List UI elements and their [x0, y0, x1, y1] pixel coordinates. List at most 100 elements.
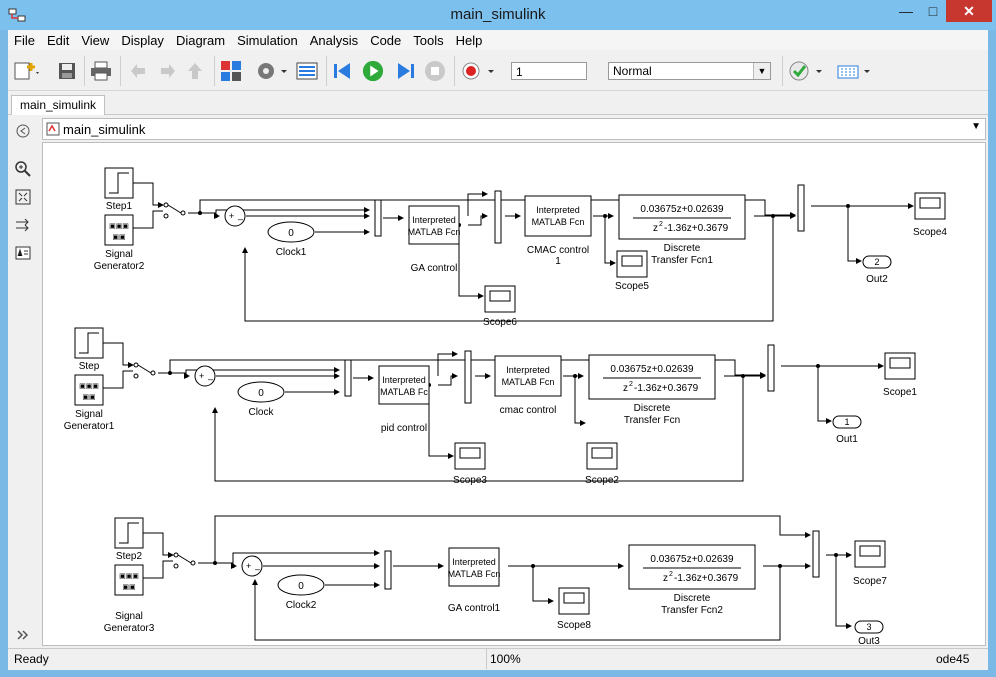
library-browser-button[interactable] — [220, 60, 242, 82]
build-model-button[interactable] — [836, 60, 876, 82]
model-advisor-button[interactable] — [788, 60, 828, 82]
back-button[interactable] — [128, 60, 150, 82]
step-forward-button[interactable] — [394, 60, 416, 82]
step-block-2[interactable] — [114, 517, 144, 549]
menu-diagram[interactable]: Diagram — [175, 32, 226, 48]
mux-block-2a[interactable] — [344, 359, 352, 397]
run-button[interactable] — [362, 60, 384, 82]
scope-block-4[interactable] — [914, 192, 946, 220]
up-button[interactable] — [184, 60, 206, 82]
interpreted-fcn-cmac-control[interactable]: Interpreted MATLAB Fcn — [494, 355, 562, 397]
menu-edit[interactable]: Edit — [46, 32, 70, 48]
signal-generator-block-1[interactable]: ▣▣▣ ▣▣ — [74, 374, 104, 406]
svg-text:▣▣▣: ▣▣▣ — [79, 383, 99, 390]
svg-text:-1.36z+0.3679: -1.36z+0.3679 — [634, 383, 699, 394]
manual-switch-2[interactable] — [133, 362, 156, 379]
print-button[interactable] — [90, 60, 112, 82]
menu-simulation[interactable]: Simulation — [237, 32, 298, 48]
interpreted-fcn-pid-control[interactable]: Interpreted MATLAB Fc — [378, 365, 430, 405]
outport-block-2[interactable]: 2 — [862, 255, 892, 269]
mux-block-1c[interactable] — [797, 184, 805, 232]
model-config-button[interactable] — [254, 60, 290, 82]
save-button[interactable] — [56, 60, 78, 82]
siggen-label-3b: Generator3 — [104, 623, 155, 634]
gear-icon — [258, 63, 287, 79]
mux-block-1b[interactable] — [494, 190, 502, 244]
step-block-1[interactable] — [104, 167, 134, 199]
minimize-button[interactable]: — — [892, 0, 920, 22]
fit-to-view-button[interactable] — [14, 188, 32, 206]
svg-text:2: 2 — [629, 381, 633, 388]
svg-text:Interpreted: Interpreted — [412, 215, 456, 225]
svg-text:z: z — [653, 223, 658, 234]
forward-button[interactable] — [156, 60, 178, 82]
interpreted-fcn-cmac-control-1[interactable]: Interpreted MATLAB Fcn — [524, 195, 592, 237]
scope-block-8[interactable] — [558, 587, 590, 615]
menu-tools[interactable]: Tools — [413, 32, 444, 48]
menu-display[interactable]: Display — [121, 32, 164, 48]
svg-text:0.03675z+0.02639: 0.03675z+0.02639 — [650, 554, 734, 565]
clock-block[interactable]: 0 — [237, 381, 285, 403]
tab-main-simulink[interactable]: main_simulink — [11, 95, 106, 115]
record-button[interactable] — [460, 60, 500, 82]
scope-block-1[interactable] — [884, 352, 916, 380]
manual-switch-3[interactable] — [173, 552, 196, 569]
svg-text:MATLAB Fcn: MATLAB Fcn — [502, 377, 555, 387]
diagram-canvas[interactable]: Step1 ▣▣▣ ▣▣ Signal Generator2 + – — [42, 142, 986, 647]
new-model-button[interactable] — [12, 60, 42, 82]
scope-block-6[interactable] — [484, 285, 516, 313]
mux-block-2c[interactable] — [767, 344, 775, 392]
discrete-transfer-fcn-2[interactable]: 0.03675z+0.02639 z 2 -1.36z+0.3679 — [628, 544, 756, 590]
outport-block-3[interactable]: 3 — [854, 620, 884, 634]
hide-explorer-button[interactable] — [14, 122, 32, 140]
status-solver[interactable]: ode45 — [936, 652, 970, 666]
stop-button[interactable] — [424, 60, 446, 82]
menu-help[interactable]: Help — [455, 32, 483, 48]
menu-file[interactable]: File — [14, 32, 35, 48]
zoom-icon — [15, 161, 31, 177]
expand-palette-button[interactable] — [14, 626, 32, 644]
scope-block-5[interactable] — [616, 250, 648, 278]
stop-time-input[interactable]: 1 — [511, 62, 587, 80]
annotation-button[interactable] — [14, 244, 32, 262]
scope-block-7[interactable] — [854, 540, 886, 568]
manual-switch-1[interactable] — [163, 202, 186, 219]
interpreted-fcn-ga-control[interactable]: Interpreted MATLAB Fcn — [408, 205, 461, 245]
maximize-button[interactable]: □ — [920, 0, 946, 22]
mux-block-3a[interactable] — [384, 550, 392, 590]
scope-block-2[interactable] — [586, 442, 618, 470]
clock-block-2[interactable]: 0 — [277, 574, 325, 596]
menu-code[interactable]: Code — [370, 32, 402, 48]
title-bar: main_simulink — □ ✕ — [0, 0, 996, 30]
model-explorer-button[interactable] — [296, 60, 318, 82]
scope-block-3[interactable] — [454, 442, 486, 470]
menu-view[interactable]: View — [81, 32, 110, 48]
signal-generator-block-2[interactable]: ▣▣▣ ▣▣ — [104, 214, 134, 246]
step-block[interactable] — [74, 327, 104, 359]
svg-text:0: 0 — [288, 228, 294, 239]
discrete-transfer-fcn[interactable]: 0.03675z+0.02639 z 2 -1.36z+0.3679 — [588, 354, 716, 400]
menu-analysis[interactable]: Analysis — [309, 32, 359, 48]
signal-generator-block-3[interactable]: ▣▣▣ ▣▣ — [114, 564, 144, 596]
mux-block-3c[interactable] — [812, 530, 820, 578]
mux-block-2b[interactable] — [464, 350, 472, 404]
sum-block-3[interactable]: + – — [241, 555, 263, 577]
chevron-down-icon[interactable]: ▼ — [971, 121, 981, 132]
pid-control-label: pid control — [381, 423, 427, 434]
interpreted-fcn-ga-control-1[interactable]: Interpreted MATLAB Fcn — [448, 547, 501, 587]
sum-block-2[interactable]: + – — [194, 365, 216, 387]
zoom-button[interactable] — [14, 160, 32, 178]
discrete-transfer-fcn-1[interactable]: 0.03675z+0.02639 z 2 -1.36z+0.3679 — [618, 194, 746, 240]
step-back-button[interactable] — [332, 60, 354, 82]
menu-bar: File Edit View Display Diagram Simulatio… — [8, 30, 988, 50]
signal-routing-button[interactable] — [14, 216, 32, 234]
outport-block-1[interactable]: 1 — [832, 415, 862, 429]
status-ready: Ready — [14, 652, 49, 666]
address-bar[interactable]: main_simulink ▼ — [42, 118, 986, 140]
clock-block-1[interactable]: 0 — [267, 221, 315, 243]
sum-block-1[interactable]: + – — [224, 205, 246, 227]
simulation-mode-select[interactable]: Normal ▼ — [608, 62, 771, 80]
tf-label-2a: Discrete — [674, 593, 711, 604]
close-button[interactable]: ✕ — [946, 0, 992, 22]
mux-block-1a[interactable] — [374, 199, 382, 237]
